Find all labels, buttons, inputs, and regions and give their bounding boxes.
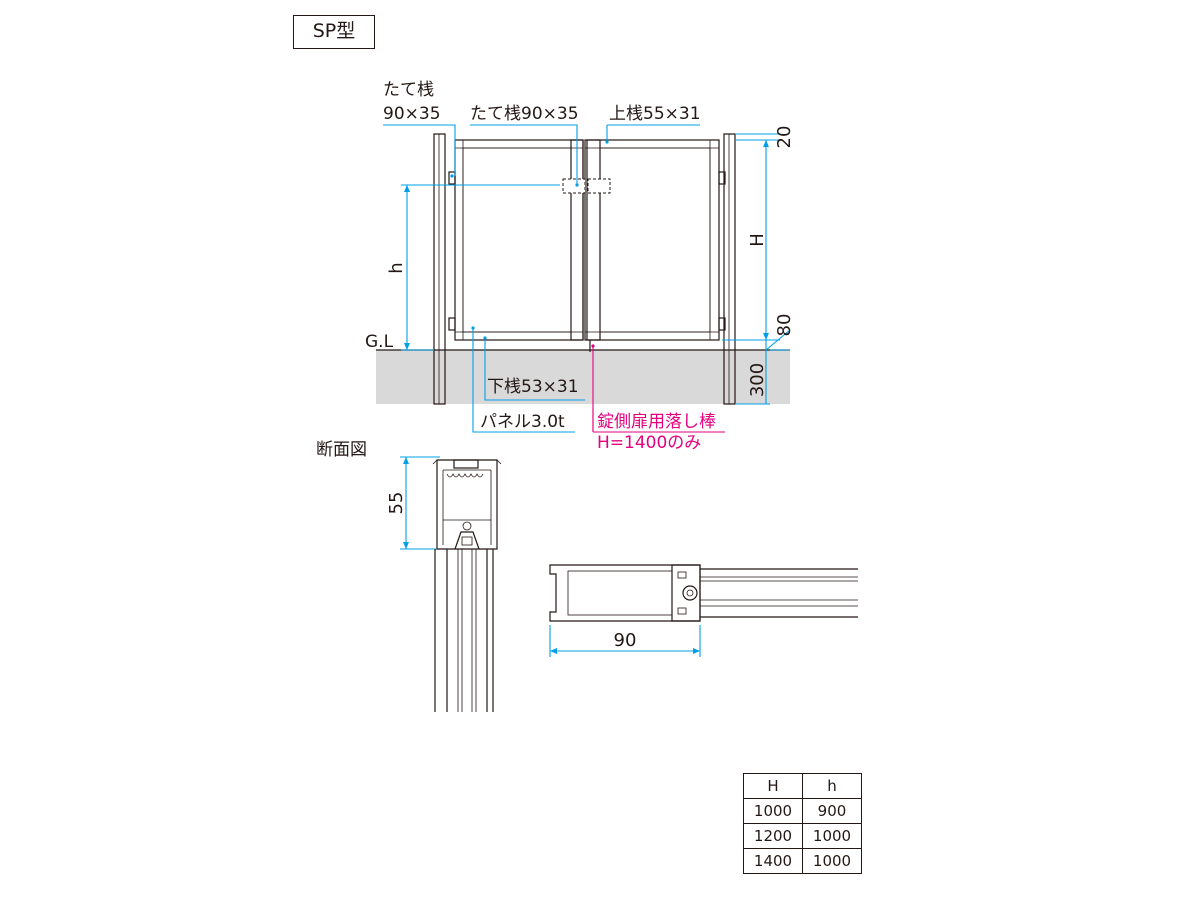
- table-row: 1200 1000: [743, 823, 862, 849]
- label-shitasan: 下桟53×31: [487, 377, 579, 397]
- table-row: 1000 900: [743, 798, 862, 824]
- right-door: [584, 139, 720, 341]
- label-drop-bar-1: 錠側扉用落し棒: [597, 412, 716, 432]
- label-panel: パネル3.0t: [480, 412, 565, 432]
- table-cell: 1000: [802, 823, 862, 849]
- table-header-h: h: [802, 773, 862, 799]
- ground-area: [376, 350, 790, 404]
- hinge-left-top: [448, 171, 456, 185]
- dim-90: 90: [614, 630, 637, 651]
- table-cell: 1200: [743, 823, 803, 849]
- model-title: SP型: [293, 15, 375, 49]
- table-cell: 1000: [743, 798, 803, 824]
- dim-20: 20: [774, 126, 795, 149]
- label-uesan: 上桟55×31: [609, 104, 701, 124]
- table-cell: 900: [802, 798, 862, 824]
- left-door: [454, 139, 584, 341]
- dim-80: 80: [774, 314, 795, 337]
- dim-H: H: [747, 233, 768, 247]
- label-tatesan-left-1: たて桟: [383, 80, 434, 100]
- hinge-right-top: [718, 171, 726, 185]
- label-drop-bar-2: H=1400のみ: [597, 433, 701, 453]
- dim-55: 55: [386, 492, 407, 515]
- label-ground-level: G.L: [365, 332, 394, 352]
- dim-300: 300: [747, 363, 768, 397]
- height-table: H h 1000 900 1200 1000 1400 1000: [743, 773, 862, 874]
- label-section-title: 断面図: [316, 440, 367, 460]
- front-elevation: [376, 124, 791, 433]
- hinge-left-bottom: [448, 317, 456, 331]
- vertical-section: [400, 456, 502, 712]
- table-header-row: H h: [743, 773, 862, 799]
- right-post: [723, 133, 736, 405]
- dim-h: h: [386, 262, 407, 273]
- table-cell: 1000: [802, 848, 862, 874]
- label-tatesan-left-2: 90×35: [383, 104, 441, 124]
- left-post: [433, 133, 446, 405]
- table-cell: 1400: [743, 848, 803, 874]
- label-tatesan-mid: たて桟90×35: [470, 104, 579, 124]
- horizontal-section: [549, 564, 858, 657]
- table-row: 1400 1000: [743, 848, 862, 874]
- latch: [562, 178, 611, 194]
- hinge-right-bottom: [718, 317, 726, 331]
- table-header-H: H: [743, 773, 803, 799]
